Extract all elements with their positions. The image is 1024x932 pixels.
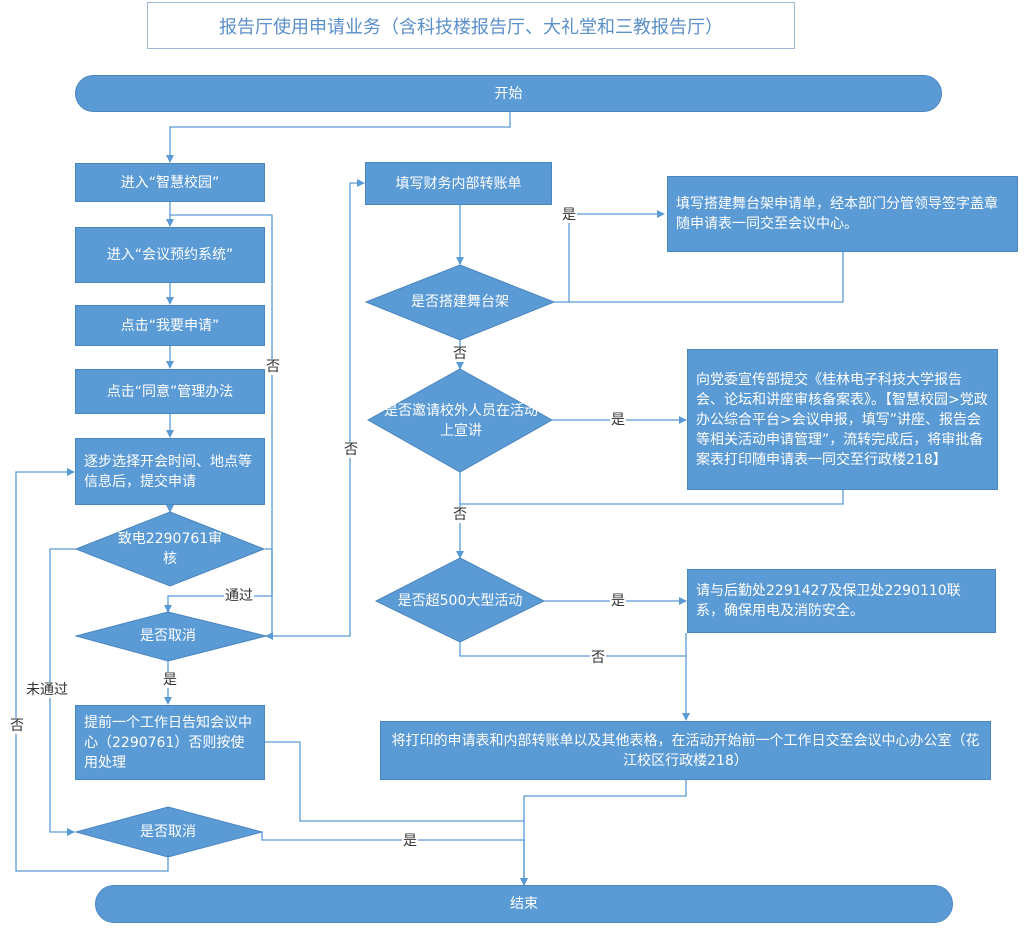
edge-label-yes-1: 是 (162, 672, 178, 688)
diamond-call-review-label: 致电2290761审核 (117, 531, 223, 567)
end-terminal: 结束 (95, 885, 953, 923)
diamond-cancel-q1-label: 是否取消 (140, 628, 196, 644)
edge-stage-form-return (569, 252, 844, 303)
diamond-invite-q (366, 368, 554, 473)
edge-cancel2-yes (261, 832, 528, 886)
diamond-cancel-q2-label: 是否取消 (140, 824, 196, 840)
step-fill-transfer: 填写财务内部转账单 (365, 162, 552, 205)
edge-label-no-5: 否 (452, 507, 468, 523)
edge-notify-to-end (265, 741, 524, 822)
edge-cancel2-no (15, 468, 169, 872)
edge-submit-to-end (520, 780, 687, 886)
edge-stage-yes (554, 210, 665, 303)
step-propaganda: 向党委宣传部提交《桂林电子科技大学报告会、论坛和讲座审核备案表》。【智慧校园>党… (687, 349, 998, 490)
diamond-invite-q-label: 是否邀请校外人员在活动上宣讲 (384, 403, 538, 439)
diamond-big-event-q (374, 557, 546, 643)
step-stage-form: 填写搭建舞台架申请单，经本部门分管领导签字盖章随申请表一同交至会议中心。 (667, 176, 1018, 252)
step-submit-docs: 将打印的申请表和内部转账单以及其他表格，在活动开始前一个工作日交至会议中心办公室… (380, 721, 991, 780)
step-click-agree: 点击“同意”管理办法 (75, 369, 265, 414)
edge-label-no-1: 否 (265, 359, 281, 375)
edge-label-no-6: 否 (590, 650, 606, 666)
edge-label-yes-2: 是 (561, 207, 577, 223)
diamond-big-event-q-label: 是否超500大型活动 (397, 593, 523, 609)
diamond-stage-q (364, 264, 556, 341)
edge-label-yes-4: 是 (610, 593, 626, 609)
edge-label-no-2: 否 (9, 718, 25, 734)
diamond-cancel-q2 (74, 806, 264, 858)
edge-big-no (459, 642, 690, 721)
diamond-stage-q-label: 是否搭建舞台架 (411, 294, 509, 310)
edge-label-yes-5: 是 (402, 833, 418, 849)
page-title: 报告厅使用申请业务（含科技楼报告厅、大礼堂和三教报告厅） (147, 2, 795, 49)
step-enter-meeting-system: 进入“会议预约系统” (75, 227, 265, 283)
edge-label-no-3: 否 (343, 442, 359, 458)
edge-start-to-campus (166, 112, 511, 163)
step-select-info: 逐步选择开会时间、地点等信息后，提交申请 (75, 438, 265, 505)
edge-cancel1-no (266, 179, 365, 637)
edge-label-not-pass: 未通过 (25, 682, 69, 698)
step-enter-campus: 进入“智慧校园” (75, 163, 265, 202)
step-contact-security: 请与后勤处2291427及保卫处2290110联系，确保用电及消防安全。 (687, 569, 996, 633)
edge-review-pass (164, 548, 273, 613)
diamond-call-review (74, 511, 266, 587)
edge-label-pass: 通过 (224, 588, 254, 604)
step-notify-cancel: 提前一个工作日告知会议中心（2290761）否则按使用处理 (75, 705, 265, 780)
edge-propaganda-return (460, 490, 844, 505)
edge-label-no-4: 否 (452, 346, 468, 362)
edge-label-yes-3: 是 (610, 412, 626, 428)
diamond-cancel-q1 (74, 611, 267, 662)
start-terminal: 开始 (75, 75, 942, 112)
step-click-apply: 点击“我要申请” (75, 305, 265, 346)
